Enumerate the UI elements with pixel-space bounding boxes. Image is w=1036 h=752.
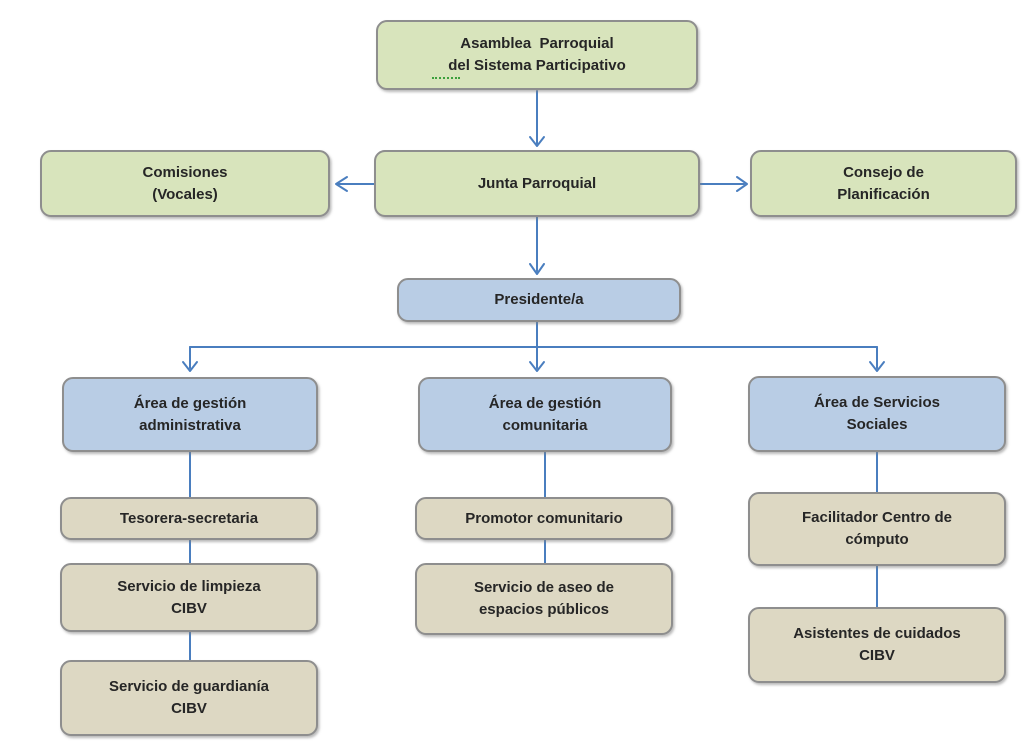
node-aseo-label-line2: espacios públicos <box>478 601 610 618</box>
node-facilitador-centro-computo: Facilitador Centro de cómputo <box>748 492 1006 566</box>
node-limpieza-label-line1: Servicio de limpieza <box>117 577 261 595</box>
arrowhead-left-comisiones <box>335 176 348 192</box>
arrowhead-right-consejo <box>736 176 748 192</box>
node-area-administrativa-label-line1: Área de gestión <box>133 394 247 412</box>
node-comisiones-vocales: Comisiones (Vocales) <box>40 150 330 217</box>
node-presidente-label: Presidente/a <box>494 291 584 309</box>
node-asamblea-label-line2: del Sistema Participativo <box>448 57 626 74</box>
node-area-servicios-label-line1: Área de Servicios <box>814 394 940 412</box>
node-consejo-label-line2: Planificación <box>837 185 930 203</box>
node-aseo-label-line1: Servicio de aseo de <box>473 579 615 597</box>
node-junta-label: Junta Parroquial <box>477 174 597 192</box>
node-area-servicios-sociales: Área de Servicios Sociales <box>748 376 1006 452</box>
node-area-comunitaria-label-line2: comunitaria <box>502 416 588 434</box>
node-facilitador-label-line2: cómputo <box>845 531 909 548</box>
node-facilitador-label-line1: Facilitador Centro de <box>801 509 953 527</box>
node-comisiones-label-line2: (Vocales) <box>152 185 218 203</box>
node-area-gestion-administrativa: Área de gestión administrativa <box>62 377 318 452</box>
arrowhead-down-area-administrativa <box>182 361 198 372</box>
arrowhead-down-junta <box>529 136 545 147</box>
node-asistentes-label-line2: CIBV <box>859 647 895 664</box>
node-asamblea-label-line1: Asamblea Parroquial <box>460 35 614 53</box>
spellcheck-squiggle <box>432 77 460 79</box>
node-limpieza-label-line2: CIBV <box>171 599 207 617</box>
node-servicio-guardiania-cibv: Servicio de guardianía CIBV <box>60 660 318 736</box>
node-promotor-comunitario: Promotor comunitario <box>415 497 673 540</box>
node-consejo-planificacion: Consejo de Planificación <box>750 150 1017 217</box>
node-guardiania-label-line2: CIBV <box>171 700 207 717</box>
arrowhead-down-presidente <box>529 263 545 275</box>
arrowhead-down-area-servicios <box>869 361 885 372</box>
node-consejo-label-line1: Consejo de <box>843 163 924 181</box>
node-tesorera-secretaria: Tesorera-secretaria <box>60 497 318 540</box>
node-area-administrativa-label-line2: administrativa <box>139 416 241 434</box>
node-area-servicios-label-line2: Sociales <box>846 416 908 433</box>
node-junta-parroquial: Junta Parroquial <box>374 150 700 217</box>
node-asistentes-cuidados-cibv: Asistentes de cuidados CIBV <box>748 607 1006 683</box>
node-comisiones-label-line1: Comisiones <box>142 163 228 181</box>
node-guardiania-label-line1: Servicio de guardianía <box>108 678 270 696</box>
node-promotor-label: Promotor comunitario <box>465 509 623 527</box>
arrowhead-down-area-comunitaria <box>529 361 545 372</box>
node-tesorera-label: Tesorera-secretaria <box>119 509 259 527</box>
node-servicio-limpieza-cibv: Servicio de limpieza CIBV <box>60 563 318 632</box>
node-area-gestion-comunitaria: Área de gestión comunitaria <box>418 377 672 452</box>
node-servicio-aseo-espacios: Servicio de aseo de espacios públicos <box>415 563 673 635</box>
node-presidente: Presidente/a <box>397 278 681 322</box>
node-area-comunitaria-label-line1: Área de gestión <box>488 394 602 412</box>
node-asistentes-label-line1: Asistentes de cuidados <box>793 625 961 643</box>
node-asamblea-parroquial: Asamblea Parroquial del Sistema Particip… <box>376 20 698 90</box>
